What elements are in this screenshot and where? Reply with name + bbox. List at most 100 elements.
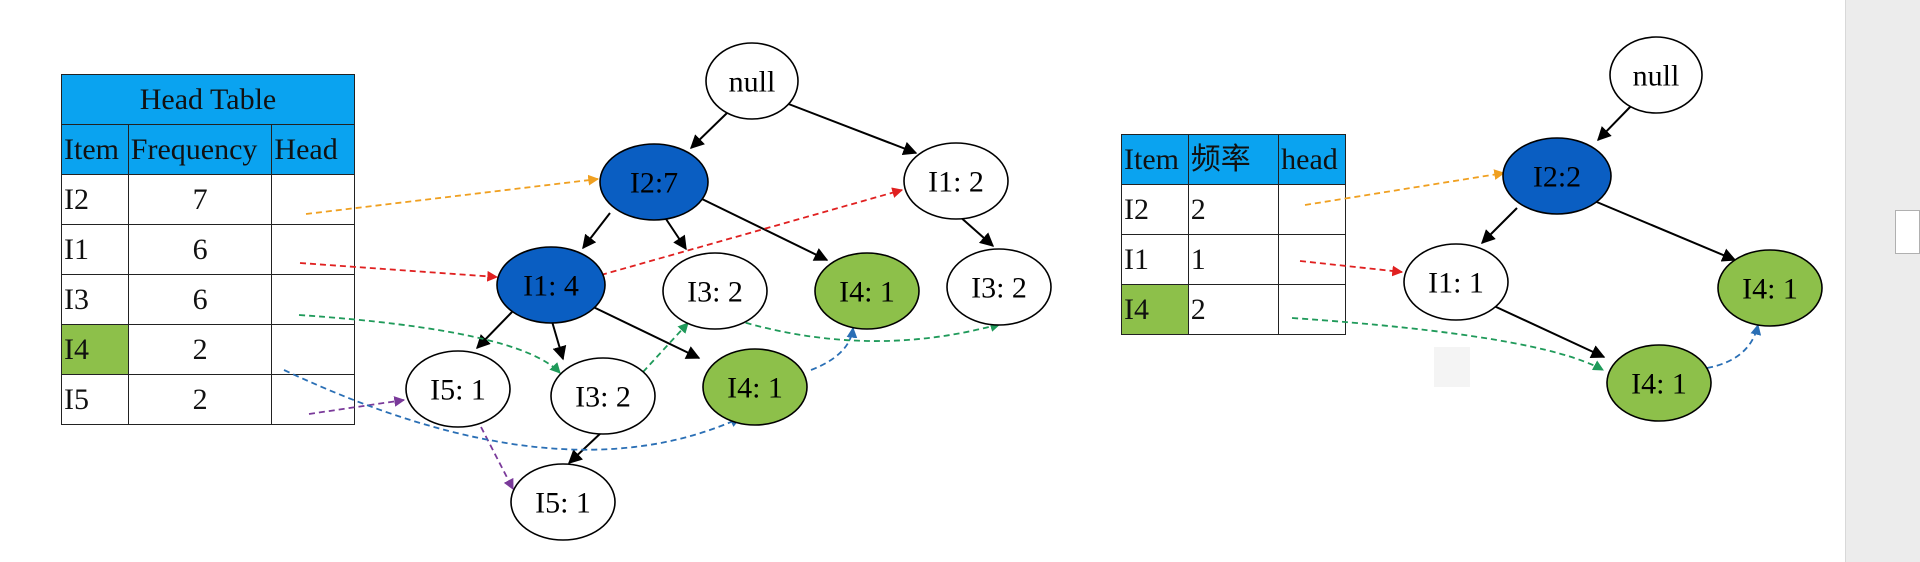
table-row: I4 2 bbox=[61, 324, 355, 375]
edge bbox=[957, 214, 995, 247]
link-orange bbox=[1304, 169, 1506, 206]
table-row: I4 2 bbox=[1121, 284, 1346, 335]
tree-node-i1-right: I1: 2 bbox=[903, 142, 1009, 220]
link-red bbox=[1299, 260, 1404, 277]
svg-text:I5: 1: I5: 1 bbox=[430, 374, 486, 407]
column-header-frequency: 频率 bbox=[1187, 134, 1280, 185]
column-header-item: Item bbox=[1121, 134, 1189, 185]
tree-1-node-links bbox=[283, 174, 1002, 490]
edge bbox=[1591, 199, 1737, 262]
link-green bbox=[1291, 317, 1604, 371]
edge bbox=[584, 302, 701, 359]
head-table-title: Head Table bbox=[61, 74, 355, 125]
item-cell: I3 bbox=[61, 274, 129, 325]
svg-text:I4: 1: I4: 1 bbox=[839, 276, 895, 309]
svg-text:I3: 2: I3: 2 bbox=[687, 276, 743, 309]
head-cell bbox=[1278, 284, 1346, 335]
tree-node-i3-lower: I3: 2 bbox=[550, 357, 656, 435]
link-blue bbox=[810, 326, 858, 371]
tree-node-i2: I2:7 bbox=[599, 143, 709, 221]
link-red bbox=[299, 262, 499, 282]
svg-text:I4: 1: I4: 1 bbox=[727, 372, 783, 405]
table-row: I1 1 bbox=[1121, 234, 1346, 285]
svg-text:I3: 2: I3: 2 bbox=[971, 272, 1027, 305]
link-green bbox=[735, 319, 1002, 342]
tree-node-i4-right: I4: 1 bbox=[1717, 249, 1823, 327]
frequency-cell: 2 bbox=[127, 324, 273, 375]
link-orange bbox=[305, 174, 600, 215]
tree-node-i3-right: I3: 2 bbox=[946, 248, 1052, 326]
table-row: I2 2 bbox=[1121, 184, 1346, 235]
svg-text:null: null bbox=[729, 66, 776, 99]
svg-text:I4: 1: I4: 1 bbox=[1742, 273, 1798, 306]
svg-text:I3: 2: I3: 2 bbox=[575, 381, 631, 414]
head-cell bbox=[1278, 184, 1346, 235]
edge bbox=[785, 102, 918, 156]
tree-node-i1: I1: 1 bbox=[1403, 243, 1509, 321]
item-cell: I1 bbox=[1121, 234, 1189, 285]
svg-text:I2:7: I2:7 bbox=[630, 167, 678, 200]
frequency-cell: 6 bbox=[127, 274, 273, 325]
svg-text:I1: 4: I1: 4 bbox=[523, 270, 579, 303]
edge bbox=[550, 317, 567, 361]
table-row: I3 6 bbox=[61, 274, 355, 325]
head-table-title-row: Head Table bbox=[61, 74, 355, 125]
svg-text:I2:2: I2:2 bbox=[1533, 161, 1581, 194]
link-blue bbox=[1706, 323, 1762, 369]
link-purple bbox=[308, 396, 406, 415]
head-cell bbox=[271, 324, 355, 375]
head-table-conditional: Item 频率 head I2 2 I1 1 I4 2 bbox=[1121, 134, 1346, 335]
tree-node-null-root: null bbox=[705, 42, 799, 120]
item-cell: I5 bbox=[61, 374, 129, 425]
column-header-head: Head bbox=[271, 124, 355, 175]
edge bbox=[689, 112, 728, 149]
item-cell-highlighted: I4 bbox=[61, 324, 129, 375]
item-cell: I2 bbox=[61, 174, 129, 225]
edge bbox=[1481, 207, 1518, 244]
frequency-cell: 2 bbox=[127, 374, 273, 425]
faint-background-patch bbox=[1434, 347, 1470, 387]
tree-node-i1: I1: 4 bbox=[496, 246, 606, 324]
tree-node-i3: I3: 2 bbox=[662, 252, 768, 330]
link-green bbox=[298, 314, 561, 374]
tree-2-node-links bbox=[1291, 169, 1762, 371]
tree-2-nodes: null I2:2 I1: 1 I4: 1 I4: 1 bbox=[1403, 36, 1823, 422]
svg-text:I4: 1: I4: 1 bbox=[1631, 368, 1687, 401]
tree-node-null-root: null bbox=[1609, 36, 1703, 114]
frequency-cell: 6 bbox=[127, 224, 273, 275]
svg-text:I1: 2: I1: 2 bbox=[928, 166, 984, 199]
tree-node-i5: I5: 1 bbox=[405, 350, 511, 428]
tree-node-i4: I4: 1 bbox=[814, 252, 920, 330]
edge bbox=[476, 311, 513, 350]
edge bbox=[1493, 305, 1606, 359]
edge bbox=[1597, 104, 1633, 142]
head-table-column-header-row: Item Frequency Head bbox=[61, 124, 355, 175]
tree-1-edges bbox=[476, 102, 995, 464]
scrollbar-thumb[interactable] bbox=[1895, 210, 1920, 254]
table-row: I5 2 bbox=[61, 374, 355, 425]
tree-node-i4-lower: I4: 1 bbox=[702, 348, 808, 426]
link-red bbox=[600, 187, 904, 276]
frequency-cell: 1 bbox=[1187, 234, 1280, 285]
head-table-frequency: Head Table Item Frequency Head I2 7 I1 6… bbox=[61, 74, 355, 425]
frequency-cell: 2 bbox=[1187, 284, 1280, 335]
link-green bbox=[642, 322, 689, 373]
link-blue bbox=[283, 369, 741, 451]
column-header-head: head bbox=[1278, 134, 1346, 185]
edge bbox=[663, 215, 687, 251]
tree-node-i5-lower: I5: 1 bbox=[510, 463, 616, 541]
link-purple bbox=[480, 426, 514, 490]
tree-node-i4-lower: I4: 1 bbox=[1606, 344, 1712, 422]
edge bbox=[582, 212, 611, 250]
column-header-frequency: Frequency bbox=[127, 124, 273, 175]
tree-1-nodes: null I2:7 I1: 2 I1: 4 I3: 2 I4: 1 I3: 2 bbox=[405, 42, 1052, 541]
head-cell bbox=[1278, 234, 1346, 285]
tree-2-edges bbox=[1481, 104, 1737, 359]
edge bbox=[567, 430, 604, 464]
item-cell: I2 bbox=[1121, 184, 1189, 235]
svg-text:I1: 1: I1: 1 bbox=[1428, 267, 1484, 300]
scrollbar-track[interactable] bbox=[1845, 0, 1920, 562]
svg-text:I5: 1: I5: 1 bbox=[535, 487, 591, 520]
head-table-column-header-row: Item 频率 head bbox=[1121, 134, 1346, 185]
